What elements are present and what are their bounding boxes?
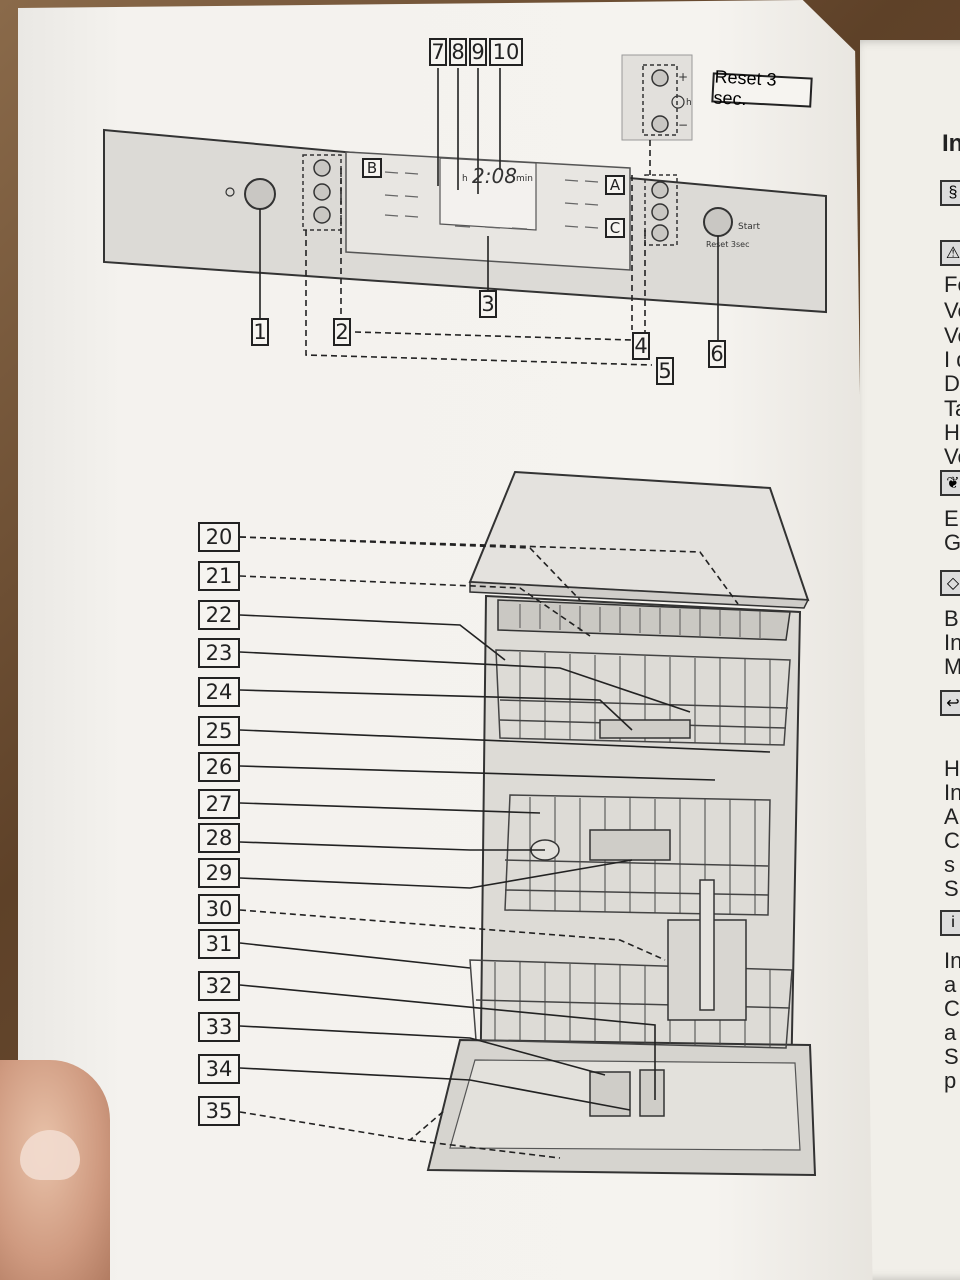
warning-icon: ⚠ [940, 240, 960, 266]
callout-31: 31 [198, 929, 240, 959]
timer-buttons-frame [642, 64, 678, 136]
display-screen [439, 157, 537, 231]
facing-line: Ve [944, 323, 960, 348]
callout-26: 26 [198, 752, 240, 782]
callout-25: 25 [198, 716, 240, 746]
option-button [651, 224, 669, 242]
facing-line: a [944, 1020, 957, 1045]
callout-23: 23 [198, 638, 240, 668]
timer-minus-text: − [678, 118, 689, 132]
callout-35: 35 [198, 1096, 240, 1126]
facing-line: E [944, 506, 959, 531]
cutlery-drawer [497, 599, 791, 641]
timer-plus-text: + [678, 70, 689, 84]
callout-29: 29 [198, 858, 240, 888]
thumbnail-nail [20, 1130, 80, 1180]
middle-basket [504, 794, 771, 916]
callout-1: 1 [251, 318, 269, 346]
facing-line: B [944, 606, 959, 631]
callout-3: 3 [479, 290, 497, 318]
callout-34: 34 [198, 1054, 240, 1084]
reset-label: Reset 3 sec. [711, 67, 813, 109]
timer-minus-button [651, 115, 669, 133]
callout-8: 8 [449, 38, 467, 66]
callout-33: 33 [198, 1012, 240, 1042]
start-button [703, 207, 733, 237]
panel-leader-lines [259, 68, 719, 340]
power-icon [225, 187, 235, 197]
facing-line: M [944, 654, 960, 679]
facing-line: Fo [944, 272, 960, 297]
facing-line: S [944, 876, 959, 901]
indicator-lines [384, 171, 599, 230]
panel-dashed-leaders [305, 140, 653, 366]
facing-line: In [944, 780, 960, 805]
callout-30: 30 [198, 894, 240, 924]
facing-line: Ve [944, 298, 960, 323]
facing-line: p [944, 1068, 957, 1093]
callout-2: 2 [333, 318, 351, 346]
option-button [651, 181, 669, 199]
key-c-box: C [605, 218, 625, 238]
upper-basket [495, 649, 791, 746]
callout-32: 32 [198, 971, 240, 1001]
option-button [651, 203, 669, 221]
section-icon: § [940, 180, 960, 206]
power-button [244, 178, 276, 210]
key-b-box: B [362, 158, 382, 178]
callout-20: 20 [198, 522, 240, 552]
key-a-box: A [605, 175, 625, 195]
program-button [313, 183, 331, 201]
program-button [313, 159, 331, 177]
facing-line: S [944, 1044, 959, 1069]
reset-text: Reset 3sec [706, 240, 750, 249]
facing-line: C [944, 828, 960, 853]
facing-line: Ve [944, 444, 960, 469]
callout-22: 22 [198, 600, 240, 630]
dishwasher-leader-lines [239, 614, 771, 1111]
callout-27: 27 [198, 789, 240, 819]
facing-page-heading: In [942, 130, 960, 157]
facing-line: Ta [944, 396, 960, 421]
facing-line: In [944, 948, 960, 973]
display-min: min [516, 174, 533, 184]
facing-line: A [944, 804, 959, 829]
callout-7: 7 [429, 38, 447, 66]
leaf-icon: ❦ [940, 470, 960, 496]
callout-28: 28 [198, 823, 240, 853]
callout-5: 5 [656, 357, 674, 385]
return-icon: ↩ [940, 690, 960, 716]
program-button [313, 206, 331, 224]
display-h: h [462, 174, 468, 184]
diamond-icon: ◇ [940, 570, 960, 596]
facing-page: In § ⚠ Fo Ve Ve I d Di Ta H Ve ❦ E G ◇ B… [860, 40, 960, 1280]
callout-10: 10 [489, 38, 523, 66]
callout-21: 21 [198, 561, 240, 591]
facing-line: s [944, 852, 955, 877]
clock-icon [671, 95, 685, 109]
lower-basket [469, 879, 793, 1049]
facing-line: Di [944, 371, 960, 396]
door-dispensers [589, 1069, 665, 1117]
facing-line: C [944, 996, 960, 1021]
dishwasher-body [426, 470, 817, 1177]
facing-line: H [944, 756, 960, 781]
facing-line: H [944, 420, 960, 445]
callout-9: 9 [469, 38, 487, 66]
callout-6: 6 [708, 340, 726, 368]
timer-h-text: h [686, 98, 692, 108]
facing-line: a [944, 972, 957, 997]
start-text: Start [738, 222, 760, 232]
callout-24: 24 [198, 677, 240, 707]
facing-line: G [944, 530, 960, 555]
callout-4: 4 [632, 332, 650, 360]
info-icon: i [940, 910, 960, 936]
timer-plus-button [651, 69, 669, 87]
option-buttons-frame [644, 174, 678, 246]
dishwasher-dashed-leaders [239, 536, 739, 1159]
facing-line: In [944, 630, 960, 655]
display-time: 2:08 [472, 164, 517, 188]
facing-line: I d [944, 347, 960, 372]
